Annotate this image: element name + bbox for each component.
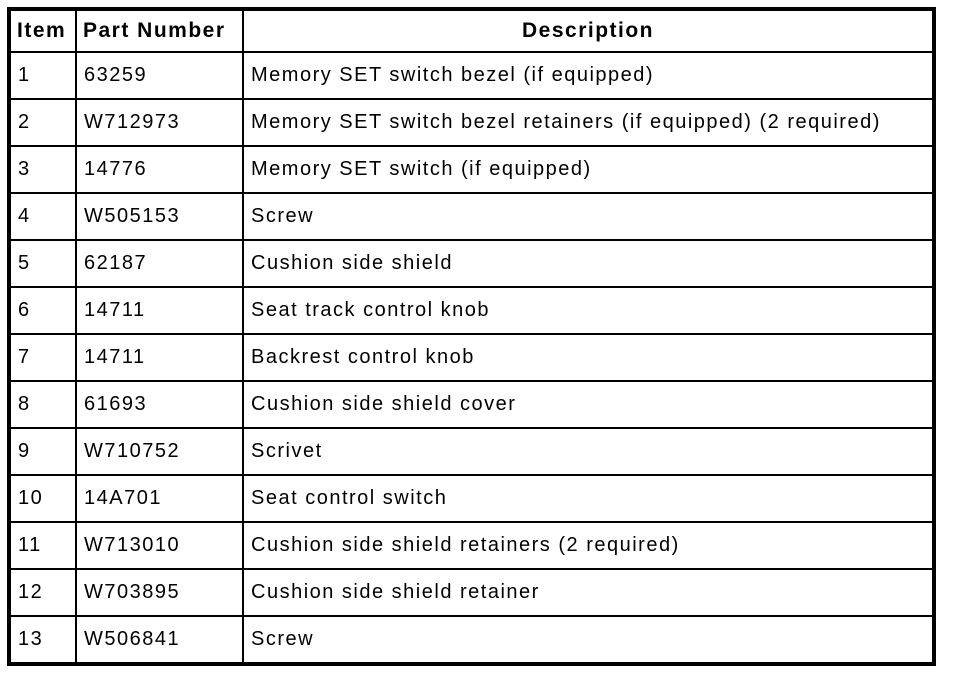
table-cell-item: 13 [8,615,77,665]
table-cell-item: 11 [8,521,77,570]
table-cell-part-number: 63259 [75,51,244,100]
table-cell-part-number: W713010 [75,521,244,570]
table-cell-description: Seat control switch [242,474,935,523]
table-cell-description: Memory SET switch bezel (if equipped) [242,51,935,100]
table-cell-description: Cushion side shield retainer [242,568,935,617]
column-header-description: Description [242,8,935,53]
table-cell-item: 1 [8,51,77,100]
table-cell-description: Memory SET switch bezel retainers (if eq… [242,98,935,147]
table-cell-description: Cushion side shield cover [242,380,935,429]
column-header-item: Item [8,8,77,53]
table-cell-description: Scrivet [242,427,935,476]
table-cell-description: Screw [242,192,935,241]
table-cell-description: Screw [242,615,935,665]
table-cell-item: 10 [8,474,77,523]
table-cell-item: 8 [8,380,77,429]
table-cell-item: 7 [8,333,77,382]
table-cell-part-number: W710752 [75,427,244,476]
column-header-part-number: Part Number [75,8,244,53]
table-cell-description: Memory SET switch (if equipped) [242,145,935,194]
table-cell-item: 12 [8,568,77,617]
table-cell-description: Seat track control knob [242,286,935,335]
table-cell-item: 5 [8,239,77,288]
table-cell-part-number: W505153 [75,192,244,241]
table-cell-part-number: 62187 [75,239,244,288]
table-cell-description: Cushion side shield retainers (2 require… [242,521,935,570]
table-cell-description: Backrest control knob [242,333,935,382]
table-cell-item: 2 [8,98,77,147]
table-cell-item: 6 [8,286,77,335]
table-cell-part-number: W506841 [75,615,244,665]
table-cell-part-number: 14776 [75,145,244,194]
table-cell-part-number: 14711 [75,286,244,335]
table-cell-item: 3 [8,145,77,194]
table-cell-part-number: 14711 [75,333,244,382]
table-cell-part-number: 14A701 [75,474,244,523]
table-cell-part-number: W712973 [75,98,244,147]
table-cell-description: Cushion side shield [242,239,935,288]
table-cell-part-number: W703895 [75,568,244,617]
table-cell-item: 9 [8,427,77,476]
parts-table-header: Item Part Number Description [8,8,935,53]
table-cell-part-number: 61693 [75,380,244,429]
header-row: Item Part Number Description [8,8,935,53]
table-cell-item: 4 [8,192,77,241]
